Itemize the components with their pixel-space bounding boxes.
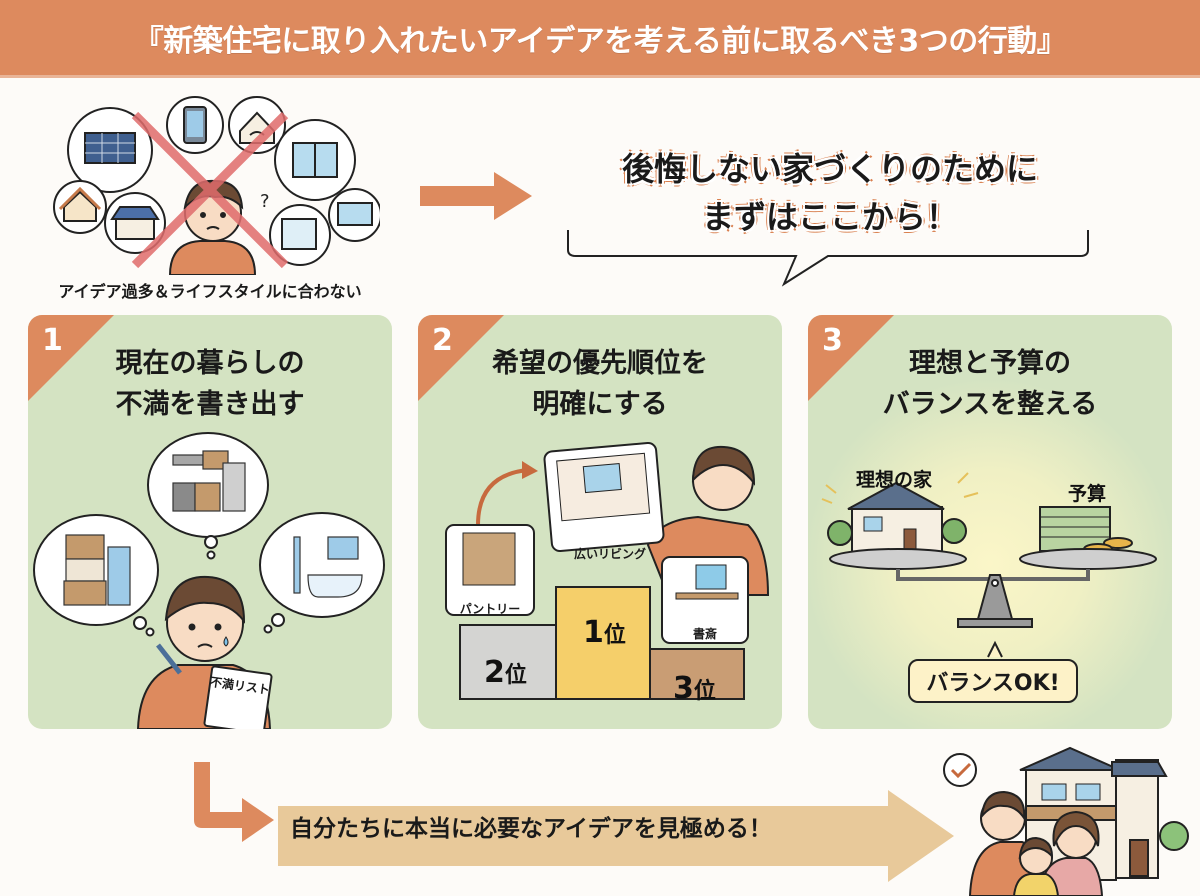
idea-overload-caption: アイデア過多＆ライフスタイルに合わない [58, 282, 362, 301]
step-title-line-1: 希望の優先順位を [492, 348, 708, 379]
conclusion-arrow-banner [278, 790, 954, 882]
budget-label: 予算 [1068, 483, 1107, 505]
living-room-card [543, 441, 665, 553]
l-arrow-icon [194, 762, 274, 842]
podium-3rd [649, 648, 745, 700]
header-banner: 『新築住宅に取り入れたいアイデアを考える前に取るべき3つの行動』 [0, 0, 1200, 78]
window-icon [274, 119, 356, 201]
slogan-line-1: 後悔しない家づくりのために [621, 150, 1038, 188]
house-blue-roof-icon [104, 192, 166, 254]
red-x-cross-icon [131, 111, 289, 269]
complaint-writing-illustration [33, 432, 385, 729]
step-title-line-2: 不満を書き出す [115, 389, 305, 420]
pantry-label: パントリー [459, 602, 521, 616]
step-title-line-2: 明確にする [532, 389, 668, 420]
storage-cabinet-fridge-icon [63, 534, 131, 606]
step-number-corner [808, 315, 894, 401]
step-card-1: 1 現在の暮らしの 不満を書き出す [28, 315, 392, 729]
curved-arrow-icon [476, 468, 529, 526]
step-card-3: 3 理想と予算の バランスを整える [808, 315, 1172, 729]
ideal-house-icon [827, 481, 967, 554]
bathroom-thought-cloud [259, 512, 385, 618]
idea-overload-illustration: ? [53, 96, 380, 275]
bathtub-icon [293, 536, 363, 598]
step-title: 理想と予算の バランスを整える [808, 343, 1172, 425]
rank-3-label: 3位 [673, 671, 716, 706]
rank-2-label: 2位 [484, 655, 527, 690]
smartphone-icon [166, 96, 224, 154]
step-title-line-1: 理想と予算の [909, 348, 1071, 379]
step-title: 希望の優先順位を 明確にする [418, 343, 782, 425]
balance-ok-badge: バランスOK! [908, 659, 1078, 703]
solar-panel-icon [67, 107, 153, 193]
house-roof [1019, 746, 1121, 771]
speech-bracket [567, 230, 1089, 287]
step-number-corner [418, 315, 504, 401]
study-card [661, 556, 749, 644]
sparkle-lines [821, 472, 979, 504]
study-label: 書斎 [692, 627, 717, 641]
living-room-label: 広いリビング [573, 547, 646, 561]
step-number: 2 [432, 323, 453, 358]
page-title: 『新築住宅に取り入れたいアイデアを考える前に取るべき3つの行動』 [133, 23, 1067, 59]
balance-scale-illustration [821, 472, 1157, 658]
step-title: 現在の暮らしの 不満を書き出す [28, 343, 392, 425]
money-stack-icon [1039, 506, 1133, 555]
step-number-corner [28, 315, 114, 401]
slogan-line-2: まずはここから！ [701, 198, 958, 236]
left-scale-pan [829, 548, 967, 570]
worried-person-icon [136, 575, 273, 729]
right-scale-pan [1019, 548, 1157, 570]
svg-text:?: ? [260, 191, 270, 212]
happy-family-house-illustration [943, 746, 1189, 896]
podium-2nd [459, 624, 557, 700]
tv-icon [328, 188, 380, 242]
ideal-house-label: 理想の家 [856, 469, 933, 491]
step-title-line-2: バランスを整える [882, 389, 1098, 420]
conclusion-text: 自分たちに本当に必要なアイデアを見極める！ [290, 816, 772, 842]
pen-icon [156, 643, 182, 675]
podium-1st [555, 586, 651, 700]
bathroom-icon [269, 204, 331, 266]
notebook-icon [203, 665, 273, 729]
step-title-line-1: 現在の暮らしの [115, 348, 305, 379]
kitchen-icon [172, 450, 246, 512]
step-number: 1 [42, 323, 63, 358]
arrow-right-icon [420, 172, 532, 220]
step-card-2: 2 希望の優先順位を 明確にする [418, 315, 782, 729]
priority-podium-illustration [445, 441, 770, 700]
podium [459, 586, 745, 700]
check-bubble [943, 753, 977, 787]
house-icon [53, 180, 107, 234]
smart-home-wifi-icon [228, 96, 286, 154]
step-number: 3 [822, 323, 843, 358]
rank-1-label: 1位 [583, 615, 626, 650]
pantry-card [445, 524, 535, 616]
slogan: 後悔しない家づくりのために まずはここから！ [560, 145, 1100, 241]
